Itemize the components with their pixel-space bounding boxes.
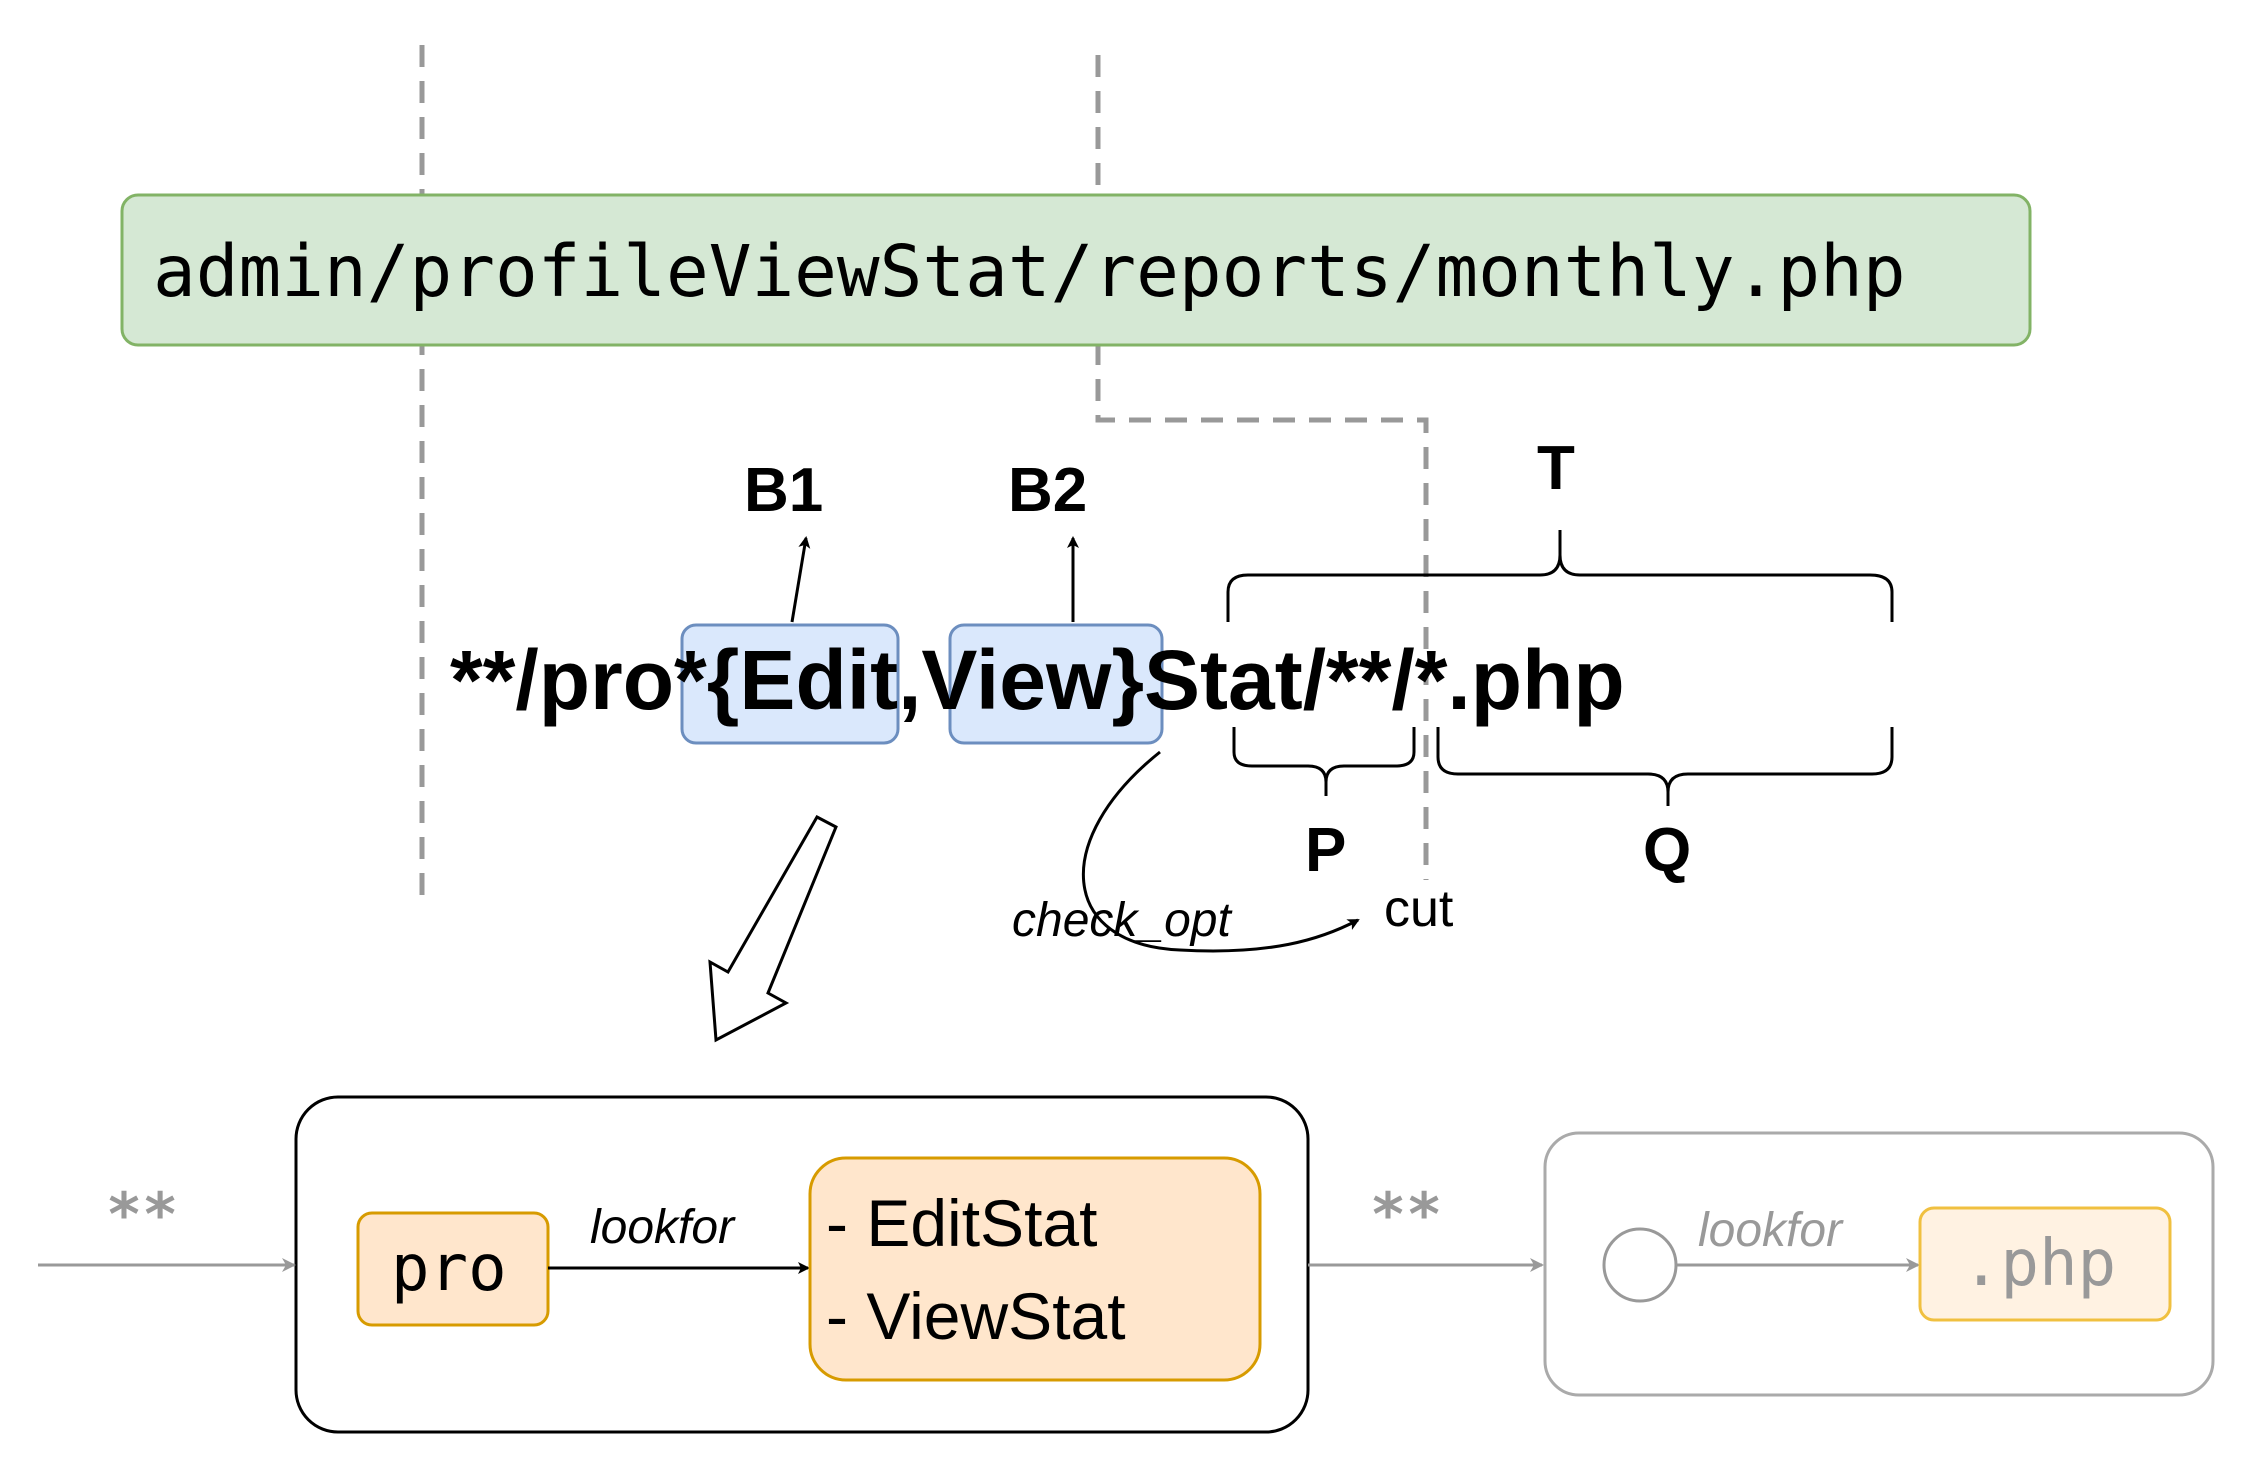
label-p: P xyxy=(1305,816,1347,885)
pattern-part-suffix: }Stat/**/*.php xyxy=(1111,633,1625,727)
php-node-box xyxy=(1918,1206,2172,1322)
label-b2: B2 xyxy=(1008,456,1088,525)
label-q: Q xyxy=(1643,816,1692,885)
lookfor-label-2: lookfor xyxy=(1698,1204,1843,1257)
outgoing-label: ** xyxy=(1370,1180,1443,1250)
path-text: admin/profileViewStat/reports/monthly.ph… xyxy=(153,230,1906,313)
highlight-b2 xyxy=(948,623,1164,745)
brace-p xyxy=(1232,727,1416,796)
pattern-part-comma: , xyxy=(898,633,922,727)
state-circle xyxy=(1602,1227,1678,1303)
check-opt-arrow xyxy=(1081,750,1360,953)
label-cut: cut xyxy=(1384,880,1454,938)
match-item-viewstat: - ViewStat xyxy=(826,1279,1126,1353)
highlight-b1 xyxy=(680,623,900,745)
arrow-to-b1 xyxy=(790,536,811,623)
label-check-opt: check_opt xyxy=(1012,894,1231,947)
path-box xyxy=(120,193,2032,347)
pattern-part-view: View xyxy=(921,633,1112,727)
label-b1: B1 xyxy=(744,456,824,525)
lookfor-label-1: lookfor xyxy=(590,1201,735,1254)
dashed-guide-right xyxy=(1095,55,1429,880)
pro-node-label: pro xyxy=(391,1232,507,1306)
pattern-part-edit: *{Edit xyxy=(674,633,899,727)
hollow-down-arrow xyxy=(708,814,838,1043)
brace-t xyxy=(1226,530,1894,622)
incoming-label: ** xyxy=(106,1180,179,1250)
brace-q xyxy=(1436,727,1894,806)
php-node-label: .php xyxy=(1962,1227,2117,1301)
match-node-box xyxy=(808,1156,1262,1382)
pattern-part-prefix: **/pro xyxy=(450,633,675,727)
glob-pattern: **/pro*{Edit,View}Stat/**/*.php xyxy=(450,638,1625,722)
match-item-editstat: - EditStat xyxy=(826,1186,1098,1260)
label-t: T xyxy=(1537,434,1575,503)
